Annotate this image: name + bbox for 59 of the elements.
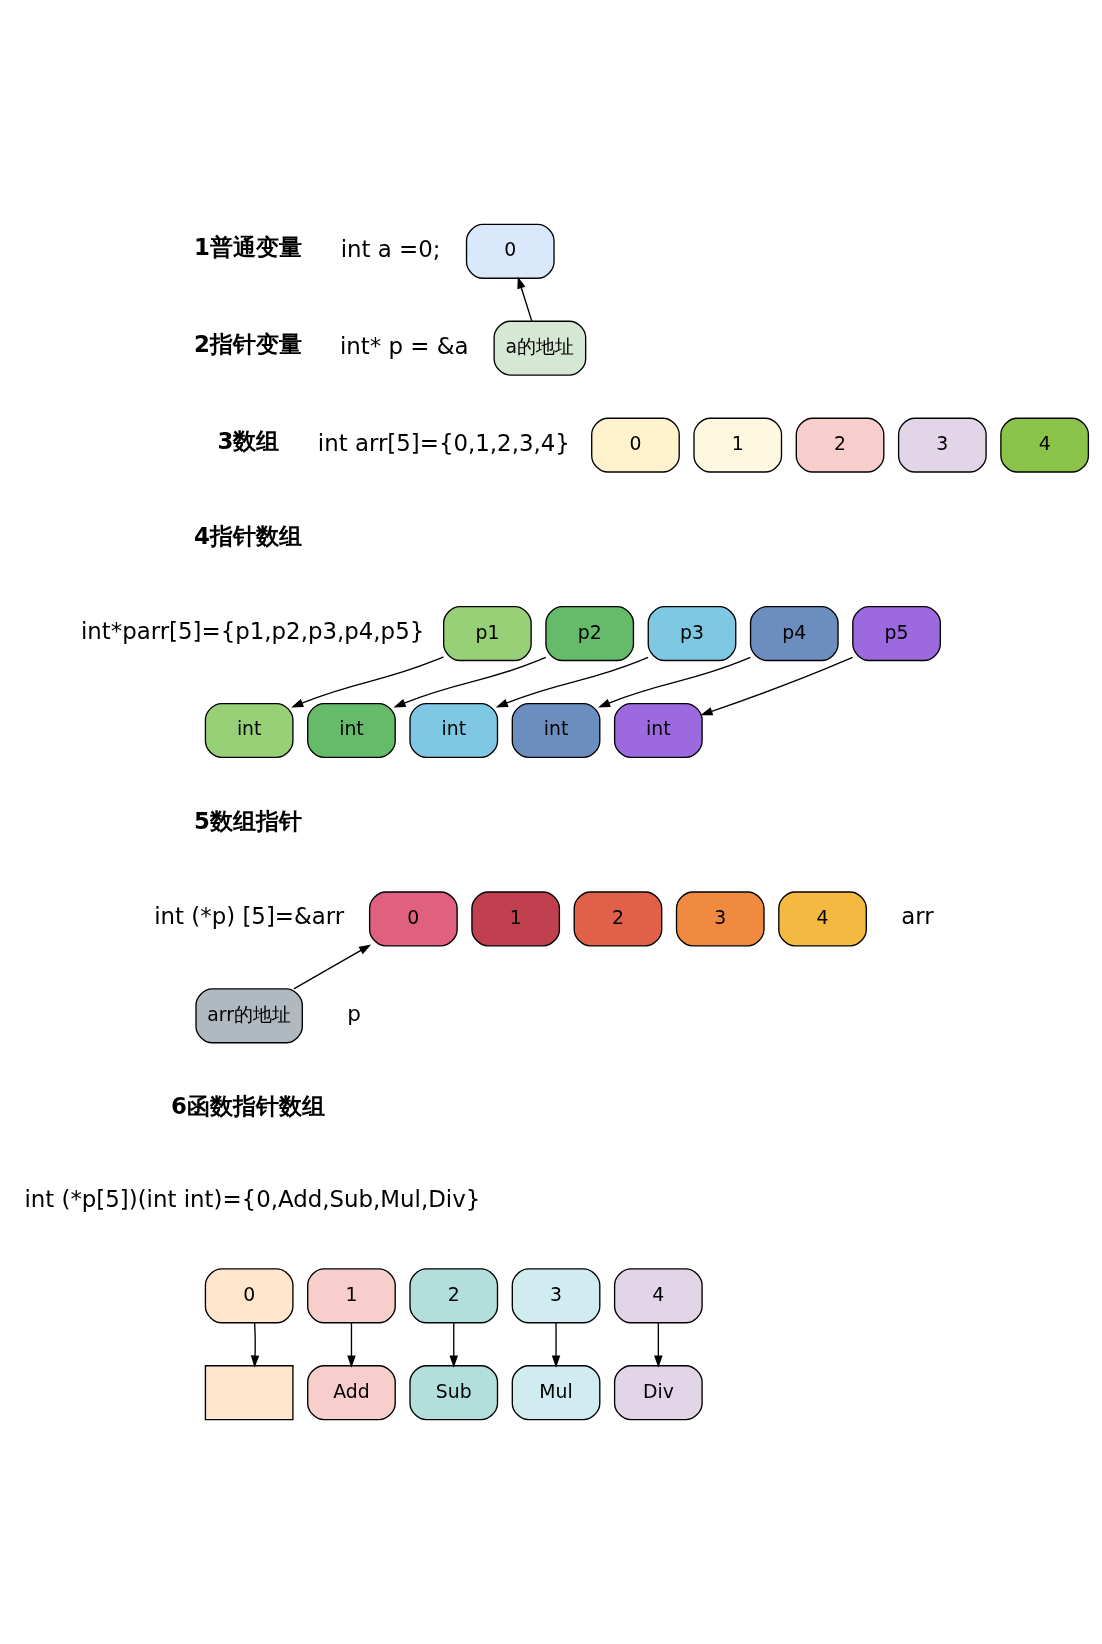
label: 6函数指针数组 <box>171 1093 326 1120</box>
node-box: 1 <box>307 1268 396 1324</box>
label: int arr[5]={0,1,2,3,4} <box>317 429 570 456</box>
arrow <box>291 656 445 708</box>
node-box: a的地址 <box>493 320 587 376</box>
arrow <box>495 656 649 708</box>
node-box: 0 <box>368 891 458 947</box>
arrow <box>517 276 533 322</box>
label: int* p = &a <box>340 332 469 359</box>
node-box: int <box>511 702 601 759</box>
label: 4指针数组 <box>193 522 302 549</box>
arrow <box>654 1322 663 1368</box>
node-box: 0 <box>204 1268 294 1324</box>
node-box: 3 <box>675 891 765 947</box>
node-box: 2 <box>409 1268 499 1324</box>
arrow <box>293 944 372 990</box>
node-box: arr的地址 <box>195 988 303 1044</box>
node-box: 0 <box>591 417 680 473</box>
arrow <box>551 1322 561 1368</box>
label: 5数组指针 <box>193 807 302 834</box>
node-box: 3 <box>511 1268 601 1324</box>
arrow <box>449 1322 458 1368</box>
node-box: int <box>307 702 396 759</box>
node-box: 1 <box>471 891 561 947</box>
node-box: 0 <box>465 223 555 279</box>
label: 3数组 <box>217 428 280 455</box>
node-box: 4 <box>778 891 867 947</box>
arrow <box>598 656 752 708</box>
node-box: int <box>613 702 703 759</box>
node-label: p <box>347 1000 361 1026</box>
node-box: p1 <box>443 605 532 662</box>
label: int a =0; <box>340 235 441 262</box>
node-box: Mul <box>511 1365 601 1421</box>
arrow <box>700 656 854 716</box>
node-box: 2 <box>795 417 885 473</box>
node-box: 3 <box>897 417 987 473</box>
node-box: p2 <box>545 605 635 662</box>
node-box: 1 <box>693 417 783 473</box>
arrow <box>347 1322 356 1368</box>
arrow <box>393 656 547 708</box>
label: arr <box>901 903 934 930</box>
node-box: 2 <box>573 891 663 947</box>
node-box: 4 <box>613 1268 703 1324</box>
node-box: Add <box>307 1365 396 1421</box>
node-box: int <box>409 702 499 759</box>
label: int (*p[5])(int int)={0,Add,Sub,Mul,Div} <box>24 1186 481 1213</box>
node-box: p4 <box>749 605 839 662</box>
node-box: Sub <box>409 1365 499 1421</box>
node-box: p3 <box>647 605 737 662</box>
label: int (*p) [5]=&arr <box>154 903 345 930</box>
arrow <box>250 1322 260 1368</box>
label: int*parr[5]={p1,p2,p3,p4,p5} <box>80 618 425 645</box>
node-box: Div <box>613 1365 703 1421</box>
node-box: 4 <box>1000 417 1090 473</box>
node-box: int <box>204 702 294 759</box>
label: 1普通变量 <box>193 234 302 261</box>
label: 2指针变量 <box>193 331 302 358</box>
node-box <box>204 1365 294 1421</box>
node-box: p5 <box>852 605 941 662</box>
